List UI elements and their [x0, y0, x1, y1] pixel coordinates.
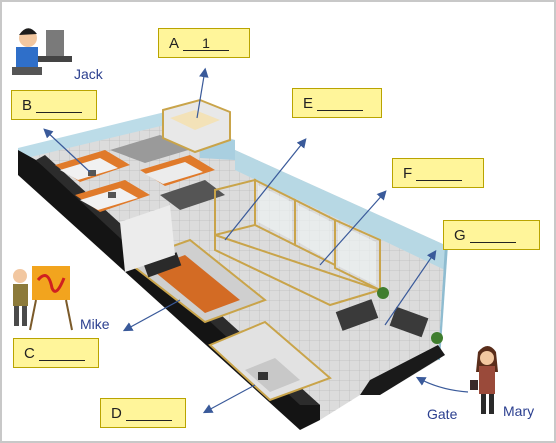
pointer-arrows — [43, 67, 469, 414]
label-b-answer[interactable] — [36, 98, 83, 113]
name-gate: Gate — [427, 406, 458, 422]
label-b: B — [11, 90, 97, 120]
label-b-letter: B — [22, 96, 33, 114]
glass-rooms-f — [214, 178, 384, 307]
arrow-c — [122, 299, 181, 332]
back-wall — [18, 112, 165, 160]
arrow-gate — [415, 376, 469, 393]
name-mike: Mike — [80, 316, 110, 332]
right-wall — [235, 150, 445, 270]
lounge-g — [335, 287, 443, 344]
mike-figure — [13, 266, 73, 331]
arrow-b — [43, 128, 91, 173]
arrow-f — [319, 190, 387, 266]
glass-rooms-fill — [258, 185, 376, 285]
right-wall-end — [438, 245, 448, 360]
jack-figure — [12, 28, 72, 75]
label-g: G — [443, 220, 540, 250]
label-a: A 1 — [158, 28, 250, 58]
label-f: F — [392, 158, 484, 188]
mary-figure — [470, 346, 498, 414]
label-c-letter: C — [24, 344, 35, 362]
arrow-d — [202, 384, 256, 414]
gate-wall — [360, 345, 445, 395]
arrow-a — [196, 67, 209, 119]
label-c: C — [13, 338, 99, 368]
label-g-answer[interactable] — [469, 228, 516, 243]
desk-cluster-b — [55, 150, 150, 212]
label-f-letter: F — [403, 164, 413, 182]
label-c-answer[interactable] — [38, 346, 85, 361]
meeting-room-c — [120, 205, 268, 324]
arrow-e — [224, 138, 307, 241]
label-d-answer[interactable] — [125, 406, 172, 421]
room-d — [208, 320, 332, 402]
room-a — [162, 98, 231, 154]
label-e-letter: E — [303, 94, 314, 112]
label-a-letter: A — [169, 34, 180, 52]
label-e: E — [292, 88, 382, 118]
name-jack: Jack — [74, 66, 103, 82]
name-mary: Mary — [503, 403, 535, 419]
label-d: D — [100, 398, 186, 428]
label-a-answer[interactable]: 1 — [183, 36, 230, 51]
label-f-answer[interactable] — [416, 166, 463, 181]
label-g-letter: G — [454, 226, 466, 244]
label-d-letter: D — [111, 404, 122, 422]
label-e-answer[interactable] — [317, 96, 364, 111]
arrow-g — [384, 250, 437, 326]
